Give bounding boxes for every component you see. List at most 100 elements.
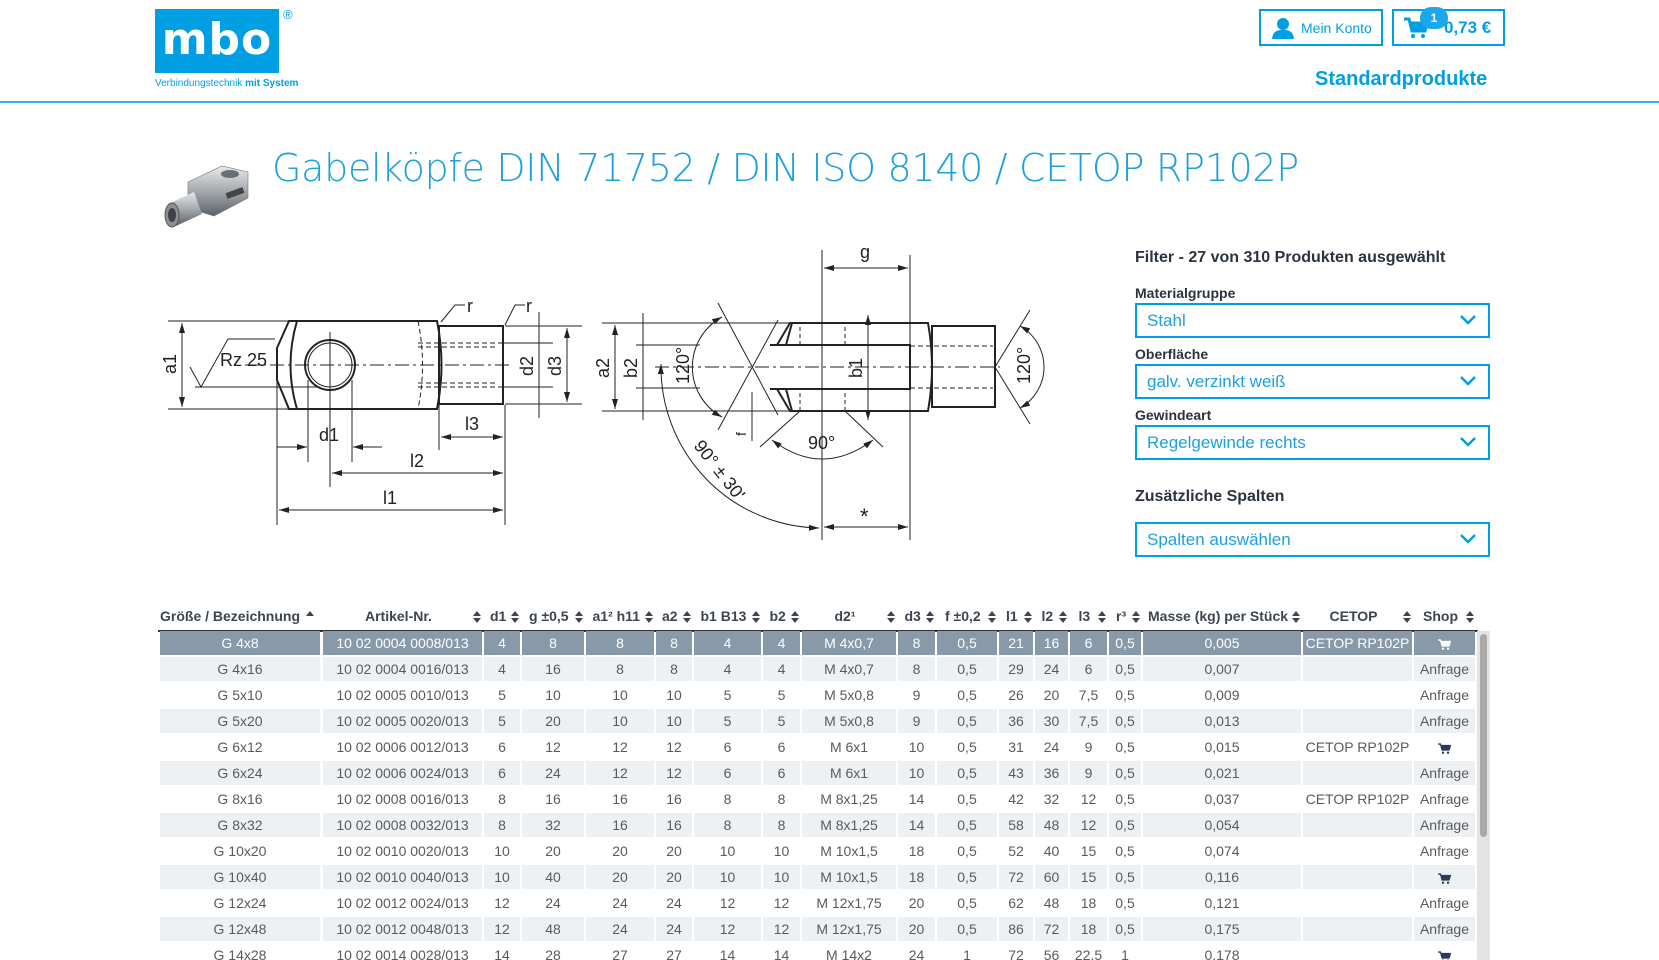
table-cell: 20 <box>545 843 561 859</box>
table-cell: 8 <box>656 631 692 655</box>
table-cell: 0,5 <box>937 657 997 681</box>
column-header[interactable]: b1 B13 <box>700 608 747 624</box>
table-cell: 0,5 <box>1115 895 1135 911</box>
sort-icon[interactable] <box>926 610 934 624</box>
sort-icon[interactable] <box>645 610 653 624</box>
table-cell: G 8x16 <box>217 791 263 807</box>
column-header[interactable]: Artikel-Nr. <box>365 608 432 624</box>
table-cell: 0,015 <box>1204 739 1240 755</box>
shop-cart-button[interactable] <box>1414 865 1475 889</box>
sort-icon[interactable] <box>511 610 519 624</box>
sort-icon[interactable] <box>1059 610 1067 624</box>
column-header[interactable]: Größe / Bezeichnung <box>160 608 301 624</box>
column-header[interactable]: d3 <box>904 608 921 624</box>
material-select[interactable]: Stahl <box>1135 303 1490 338</box>
table-cell: 32 <box>522 813 584 837</box>
column-header[interactable]: r³ <box>1116 608 1127 624</box>
table-cell: 0,5 <box>1109 709 1141 733</box>
table-cell: 0,037 <box>1204 791 1240 807</box>
sort-icon[interactable] <box>683 610 691 624</box>
table-cell: 0,5 <box>957 739 977 755</box>
table-cell: M 12x1,75 <box>802 917 896 941</box>
table-cell: 14 <box>719 947 736 960</box>
cart-button[interactable]: 0,73 € <box>1392 9 1505 46</box>
logo-text: mbo <box>161 13 273 65</box>
column-header[interactable]: l1 <box>1006 608 1018 624</box>
table-cell: 12 <box>494 895 510 911</box>
table-cell: 26 <box>1008 687 1024 703</box>
shop-cart-button[interactable] <box>1414 735 1475 759</box>
column-header[interactable]: l2 <box>1041 608 1054 624</box>
column-header[interactable]: d1 <box>490 608 507 624</box>
shop-request-link[interactable]: Anfrage <box>1414 761 1475 785</box>
sort-icon[interactable] <box>791 610 799 624</box>
column-header[interactable]: g ±0,5 <box>529 608 569 624</box>
label-l3: l3 <box>465 414 479 434</box>
shop-request-link[interactable]: Anfrage <box>1414 917 1475 941</box>
shop-cart-button[interactable] <box>1414 631 1475 655</box>
table-cell: M 8x1,25 <box>820 791 878 807</box>
sort-icon[interactable] <box>1098 610 1106 624</box>
column-header[interactable]: Masse (kg) per Stück <box>1148 608 1289 624</box>
table-cell: G 5x10 <box>217 687 263 703</box>
label-angle-right: 120° <box>1014 347 1034 384</box>
sort-icon[interactable] <box>1292 610 1300 624</box>
table-scrollbar-thumb[interactable] <box>1480 634 1487 837</box>
mbo-logo[interactable]: mbo <box>155 9 279 73</box>
column-header[interactable]: l3 <box>1078 608 1091 624</box>
shop-request-link[interactable]: Anfrage <box>1414 709 1475 733</box>
nav-standardprodukte[interactable]: Standardprodukte <box>1315 68 1488 90</box>
shop-request-link[interactable]: Anfrage <box>1419 843 1470 859</box>
shop-request-link[interactable]: Anfrage <box>1419 791 1470 807</box>
shop-cart-button[interactable] <box>1414 943 1475 960</box>
shop-request-link[interactable]: Anfrage <box>1419 687 1470 703</box>
sort-icon[interactable] <box>1024 610 1032 624</box>
label-l1: l1 <box>383 488 397 508</box>
table-cell: G 10x20 <box>213 843 267 859</box>
column-header[interactable]: a1² h11 <box>592 608 640 624</box>
column-header[interactable]: a2 <box>662 608 678 624</box>
table-cell: 0,5 <box>1115 791 1135 807</box>
sort-icon[interactable] <box>988 610 996 624</box>
registered-mark: ® <box>283 7 293 22</box>
thread-select[interactable]: Regelgewinde rechts <box>1135 425 1490 460</box>
sort-icon[interactable] <box>473 610 481 624</box>
column-header[interactable]: d2¹ <box>834 608 856 624</box>
table-cell <box>1303 709 1412 733</box>
shop-request-link[interactable]: Anfrage <box>1414 657 1475 681</box>
column-header[interactable]: CETOP <box>1329 608 1378 624</box>
table-cell: G 4x8 <box>160 631 320 655</box>
column-header[interactable]: Shop <box>1423 608 1458 624</box>
table-cell: G 12x48 <box>160 917 320 941</box>
sort-icon[interactable] <box>752 610 760 624</box>
sort-icon[interactable] <box>1132 610 1140 624</box>
sort-icon[interactable] <box>887 610 895 624</box>
sort-asc-icon[interactable] <box>306 610 314 624</box>
extra-columns-select[interactable]: Spalten auswählen <box>1135 522 1490 557</box>
sort-icon[interactable] <box>575 610 583 624</box>
shop-request-link[interactable]: Anfrage <box>1414 813 1475 837</box>
label-rz: Rz 25 <box>220 350 267 370</box>
sort-icon[interactable] <box>1466 610 1474 624</box>
surface-select[interactable]: galv. verzinkt weiß <box>1135 364 1490 399</box>
sort-icon[interactable] <box>1403 610 1411 624</box>
column-header[interactable]: f ±0,2 <box>945 608 981 624</box>
column-header[interactable]: b2 <box>769 608 786 624</box>
table-cell: 40 <box>522 865 584 889</box>
shop-request-link[interactable]: Anfrage <box>1419 895 1470 911</box>
my-account-button[interactable]: Mein Konto <box>1259 9 1383 46</box>
table-cell: 10 <box>763 865 800 889</box>
